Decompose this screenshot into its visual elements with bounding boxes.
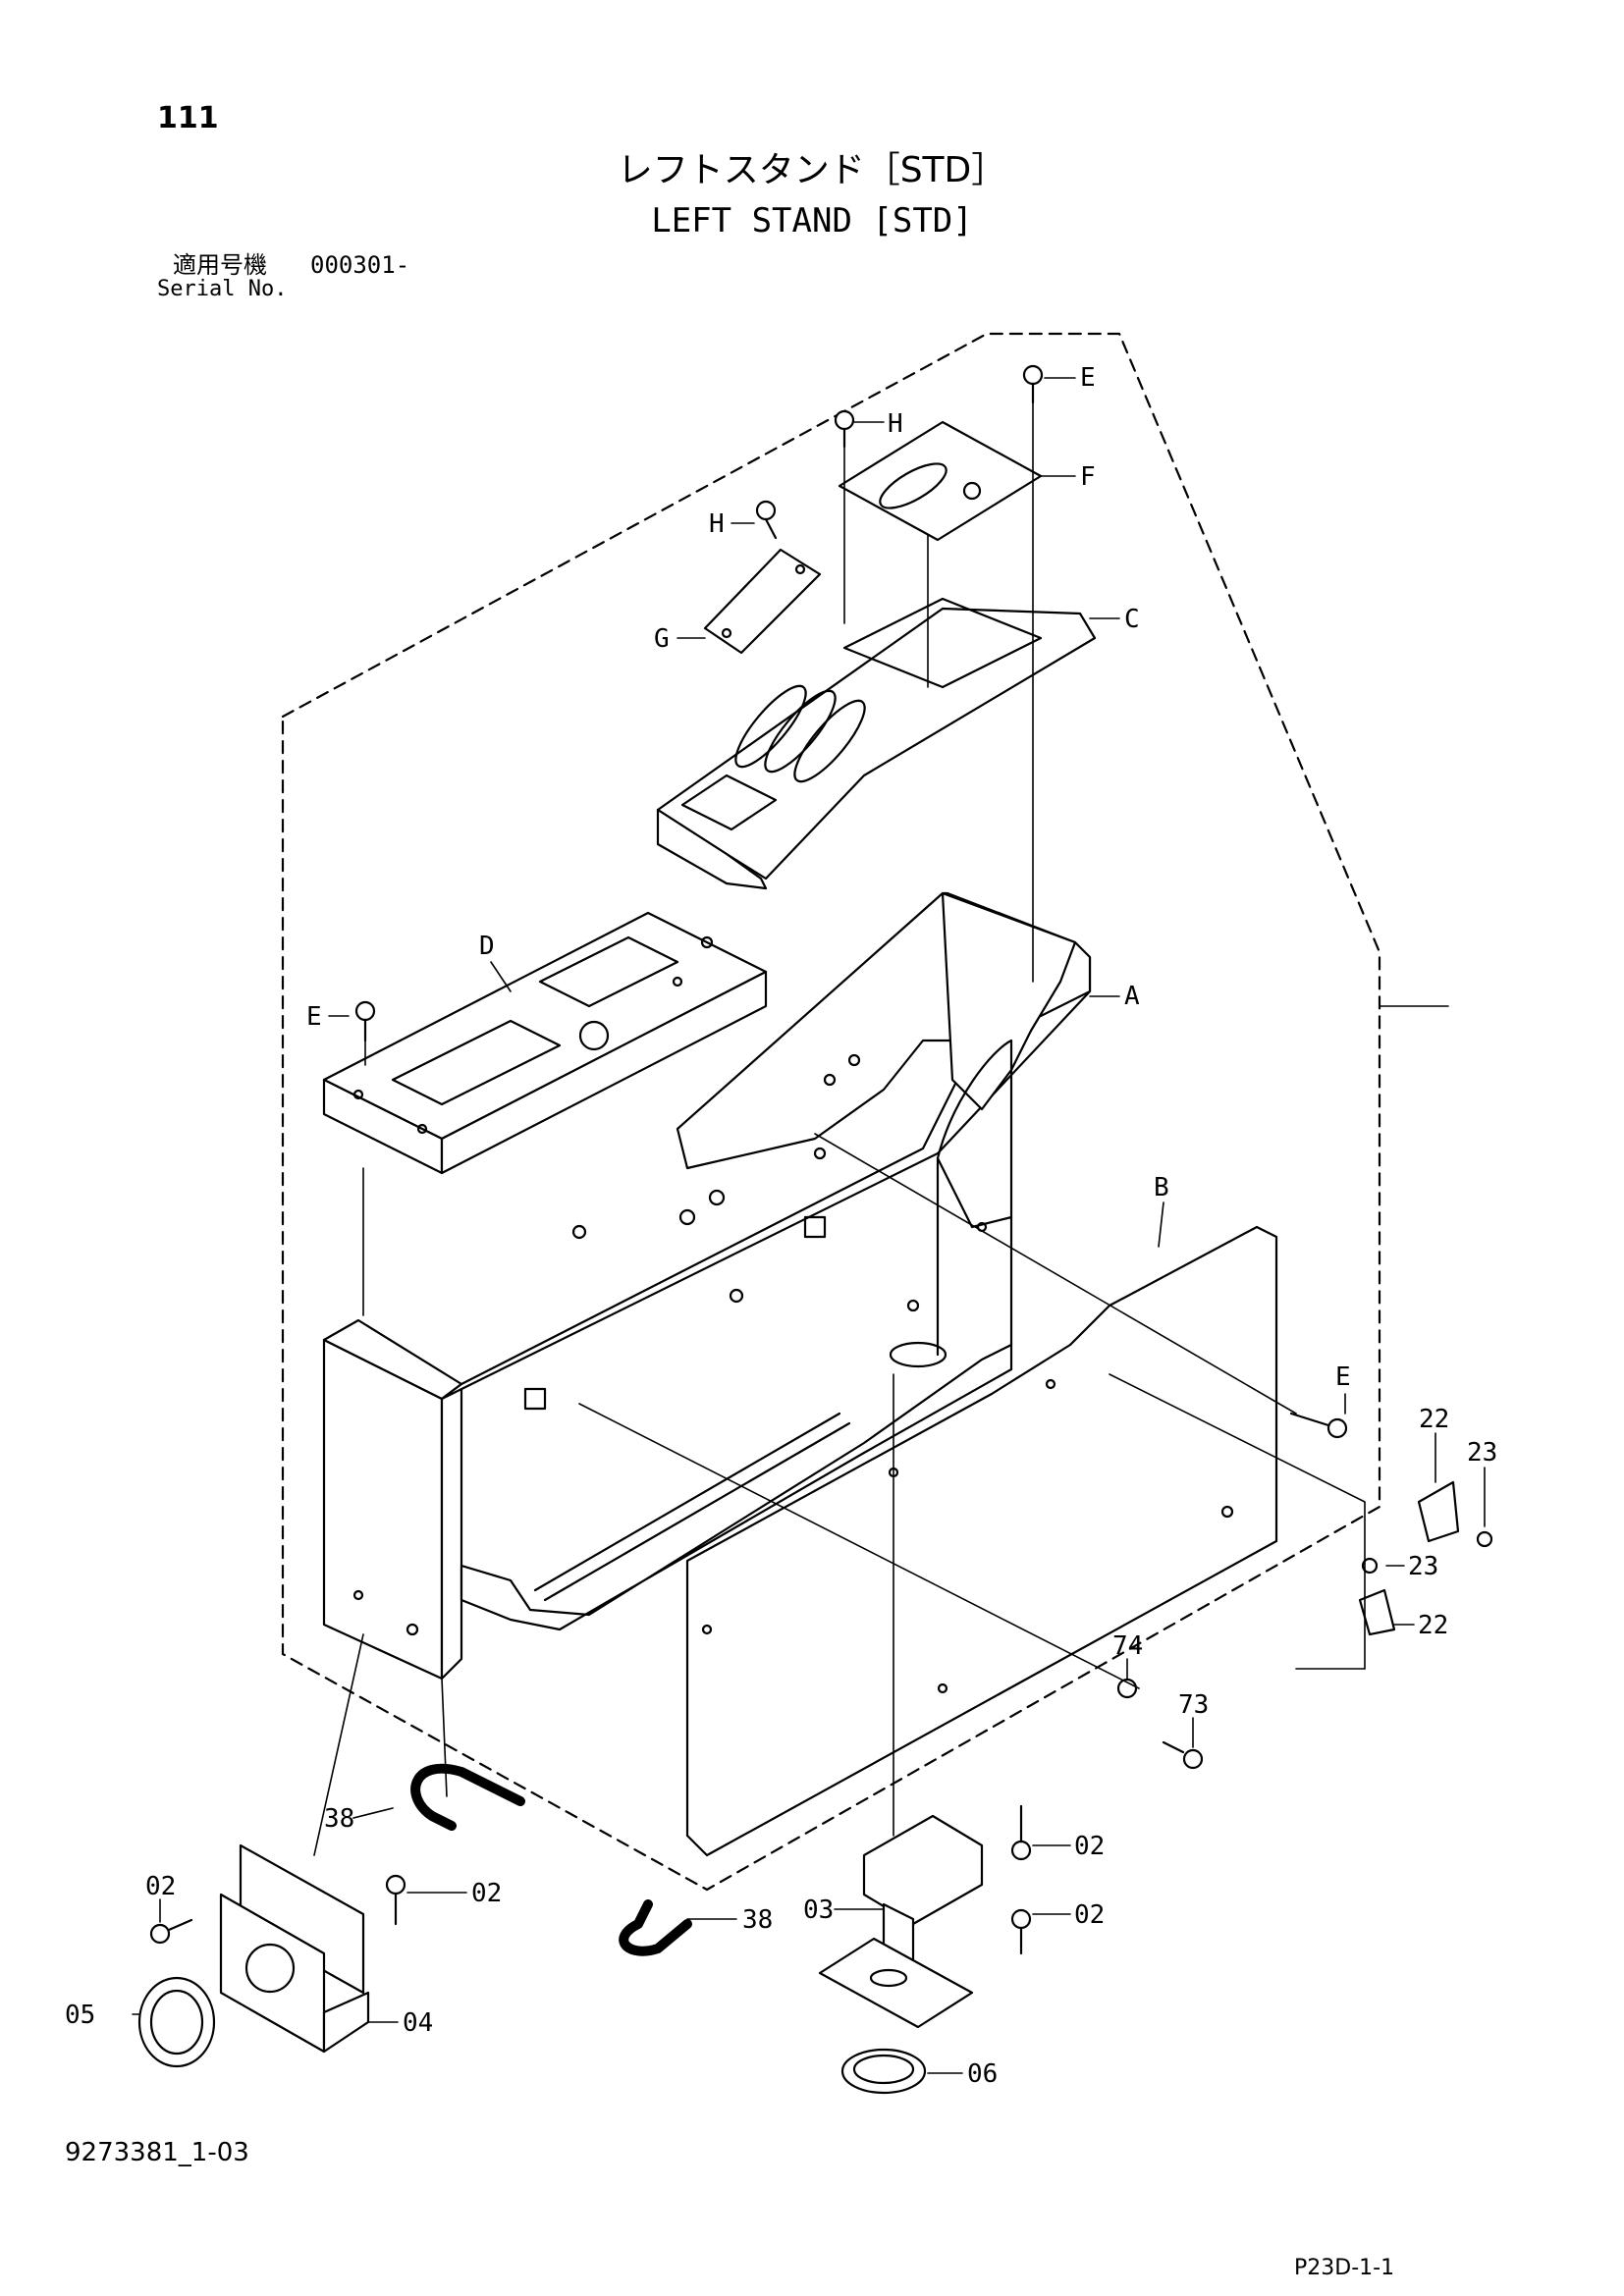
callout-38-lower: 38 bbox=[742, 1905, 773, 1935]
serial-label-english: Serial No. bbox=[157, 277, 288, 301]
part-F-cover-plate bbox=[838, 420, 1043, 542]
serial-label-japanese: 適用号機 bbox=[173, 251, 267, 279]
bolt-symbols bbox=[149, 364, 1493, 1955]
callout-22-upper: 22 bbox=[1419, 1405, 1449, 1434]
callout-74: 74 bbox=[1112, 1631, 1143, 1661]
callout-E-left: E bbox=[306, 1002, 322, 1032]
title-japanese: レフトスタンド［STD］ bbox=[617, 150, 1007, 190]
part-A-main-stand bbox=[322, 891, 1092, 1681]
callout-G: G bbox=[654, 624, 670, 654]
document-id: 9273381_1-03 bbox=[65, 2138, 249, 2167]
callout-02-center-left: 02 bbox=[471, 1879, 502, 1908]
part-38-clamp-lower bbox=[619, 1899, 692, 1956]
callout-73: 73 bbox=[1178, 1690, 1209, 1720]
callout-22-lower: 22 bbox=[1418, 1611, 1448, 1640]
page-number: 111 bbox=[157, 101, 219, 135]
callout-H-top: H bbox=[888, 409, 903, 439]
callout-02-top-left: 02 bbox=[145, 1872, 176, 1901]
callout-F: F bbox=[1080, 462, 1096, 492]
serial-number-value: 000301- bbox=[310, 251, 410, 279]
callout-03: 03 bbox=[803, 1896, 834, 1925]
callout-E-top: E bbox=[1080, 363, 1096, 393]
part-04-bracket bbox=[219, 1843, 370, 2054]
title-english: LEFT STAND [STD] bbox=[651, 201, 973, 240]
part-C-upper-cover bbox=[656, 597, 1097, 890]
assembly-lines bbox=[313, 401, 1366, 1856]
callout-B: B bbox=[1154, 1173, 1169, 1202]
callout-23-upper: 23 bbox=[1467, 1438, 1497, 1468]
part-05-seal-ring bbox=[137, 1976, 216, 2068]
callout-E-right: E bbox=[1335, 1362, 1351, 1392]
callout-A: A bbox=[1124, 982, 1140, 1011]
callout-H-mid: H bbox=[709, 509, 725, 539]
part-03-bracket bbox=[818, 1814, 984, 2029]
callout-04: 04 bbox=[403, 2008, 433, 2038]
callout-02-upper-right: 02 bbox=[1074, 1832, 1105, 1861]
callout-38-upper: 38 bbox=[324, 1804, 354, 1834]
part-D-top-plate bbox=[322, 911, 768, 1175]
part-22-clip-upper bbox=[1417, 1480, 1460, 1543]
part-06-seal bbox=[840, 2048, 927, 2095]
leader-lines bbox=[132, 377, 1486, 2074]
callout-23-lower: 23 bbox=[1408, 1552, 1438, 1581]
callout-06: 06 bbox=[967, 2059, 998, 2089]
callout-02-lower-right: 02 bbox=[1074, 1900, 1105, 1930]
part-38-clamp-upper bbox=[410, 1763, 525, 1831]
callout-D: D bbox=[479, 932, 495, 961]
page-code: P23D-1-1 bbox=[1294, 2256, 1395, 2280]
part-G-small-plate bbox=[703, 548, 822, 655]
assembly-01-boundary bbox=[281, 332, 1381, 1892]
callout-C: C bbox=[1124, 605, 1140, 634]
part-22-clip-lower bbox=[1358, 1588, 1396, 1636]
callout-05: 05 bbox=[65, 2001, 95, 2030]
